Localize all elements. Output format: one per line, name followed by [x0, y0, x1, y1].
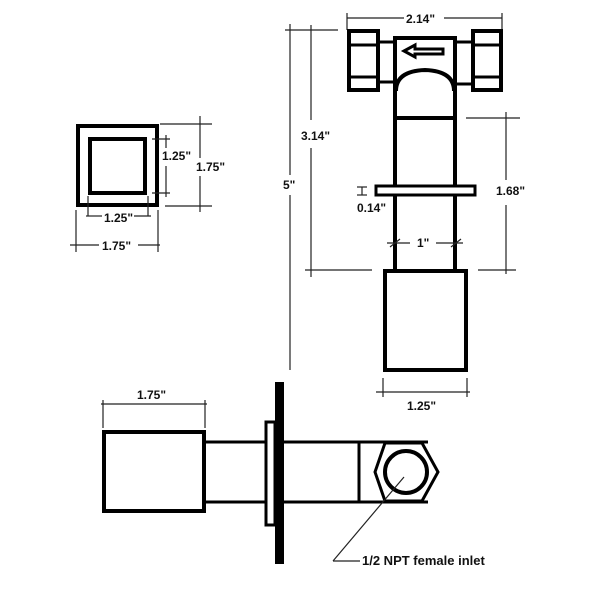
hex-nut-icon [373, 441, 440, 503]
flange-thickness-label: 0.14" [357, 201, 386, 215]
side-view-block-length-label: 1.75" [137, 388, 166, 402]
right-union-fitting [471, 29, 503, 92]
side-view-flange [264, 420, 277, 527]
end-view-inner-square [88, 137, 147, 195]
end-view-inner-height-label: 1.25" [162, 149, 191, 163]
front-view-top-width-label: 2.14" [406, 12, 435, 26]
side-view-block [102, 430, 206, 513]
base-block [383, 269, 468, 372]
inlet-circle [383, 449, 429, 495]
wall-section [275, 382, 284, 564]
flange-plate [374, 184, 477, 197]
inlet-note-label: 1/2 NPT female inlet [362, 553, 485, 568]
base-width-label: 1.25" [407, 399, 436, 413]
pipe-width-label: 1" [417, 236, 429, 250]
end-view-outer-width-label: 1.75" [102, 239, 131, 253]
tee-body [393, 36, 457, 120]
end-view-inner-width-label: 1.25" [104, 211, 133, 225]
front-view: 2.14" [283, 12, 525, 413]
upper-height-label: 3.14" [301, 129, 330, 143]
end-view-outer-height-label: 1.75" [196, 160, 225, 174]
flow-arrow-icon [400, 42, 445, 60]
lower-pipe-height-label: 1.68" [496, 184, 525, 198]
total-height-label: 5" [283, 178, 295, 192]
end-view-outer-square [76, 124, 159, 207]
end-view: 1.25" 1.75" 1.25" 1.75" [70, 116, 225, 253]
left-union-fitting [347, 29, 380, 92]
side-view: 1.75" 1/2 NPT female inlet [101, 382, 485, 568]
